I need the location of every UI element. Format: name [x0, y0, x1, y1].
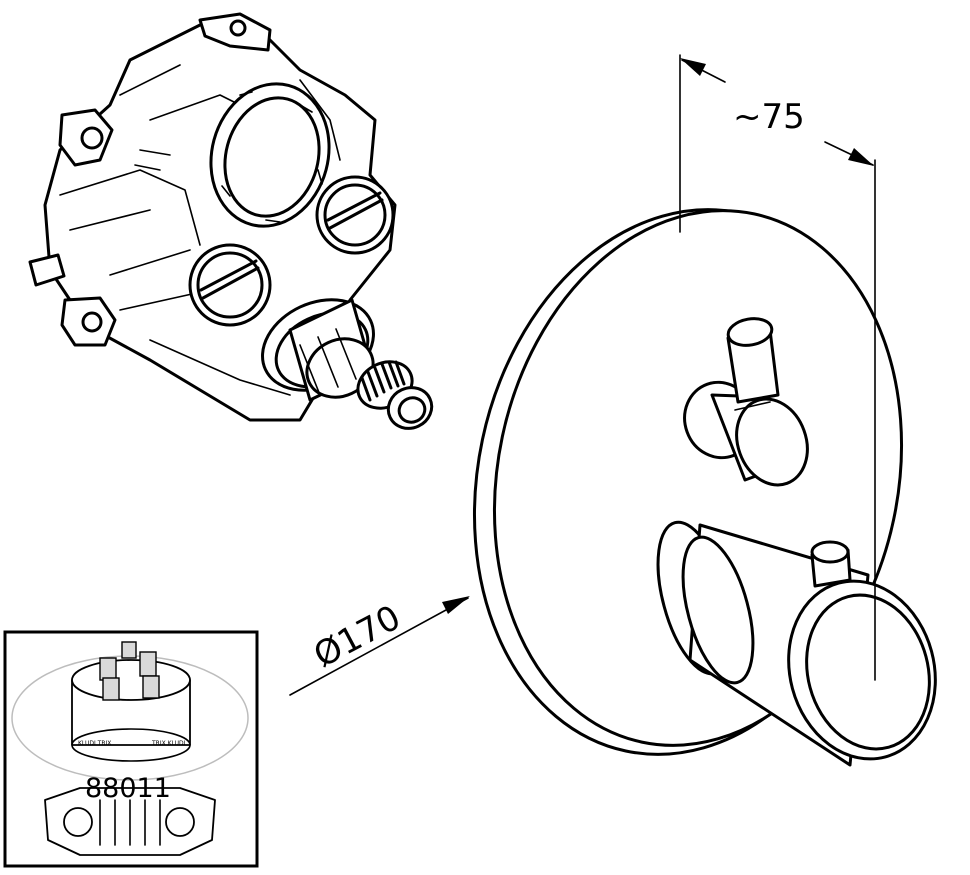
- trim-plate-assembly: [472, 208, 937, 767]
- concealed-valve-body: [28, 12, 434, 430]
- inset-panel: KLUDI TRIX TRIX KLUDI 88011: [3, 630, 259, 868]
- diameter-dimension-label: Ø170: [307, 598, 407, 676]
- inset-part-number: 88011: [85, 773, 171, 804]
- svg-text:TRIX KLUDI: TRIX KLUDI: [151, 740, 186, 747]
- diverter-knob: [683, 317, 809, 487]
- inset-studs: [99, 641, 160, 701]
- dimension-width: ~75: [679, 54, 876, 681]
- dimension-diameter: Ø170: [289, 596, 470, 696]
- thermostat-handle: [656, 520, 937, 767]
- svg-text:KLUDI TRIX: KLUDI TRIX: [78, 740, 111, 747]
- width-dimension-label: ~75: [733, 97, 805, 137]
